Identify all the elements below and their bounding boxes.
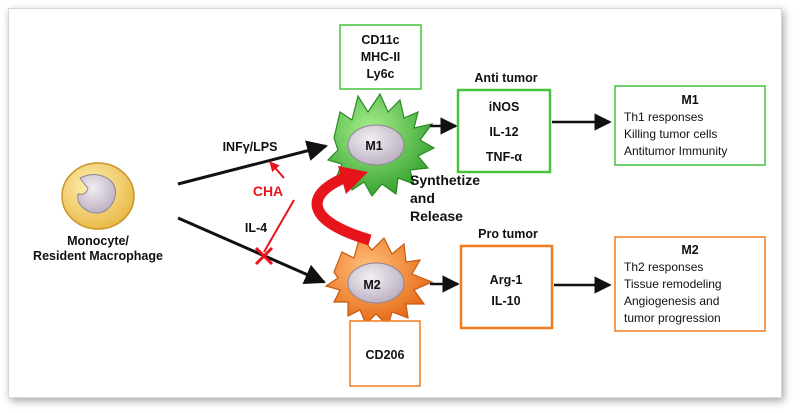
anti-tumor-title: Anti tumor (474, 71, 537, 85)
arrow-to-m2 (177, 216, 326, 285)
stimulus-m1-label: INFγ/LPS (223, 140, 278, 154)
m2-cell-label: M2 (363, 278, 380, 292)
m2-marker-cd206: CD206 (366, 348, 405, 362)
m2-cell (324, 234, 434, 328)
m1-cell-label: M1 (365, 139, 382, 153)
monocyte-cell (61, 162, 135, 230)
m2-effects-box (614, 236, 766, 332)
pro-tumor-title: Pro tumor (478, 227, 538, 241)
inhibit-x-icon (254, 246, 274, 266)
m1-effects-box (614, 85, 766, 166)
stimulus-m2-label: IL-4 (245, 221, 267, 235)
anti-tumor-item-inos: iNOS (489, 100, 520, 114)
m1-effect-immunity: Antitumor Immunity (624, 144, 727, 158)
inhibitor-label: CHA (253, 183, 283, 199)
m2-effect-progression: tumor progression (624, 311, 721, 325)
polarization-curved-arrow (311, 166, 372, 246)
m2-marker-box (349, 320, 421, 387)
pro-tumor-item-il10: IL-10 (491, 294, 520, 308)
m2-effects-title: M2 (681, 243, 698, 257)
m1-effect-th1: Th1 responses (624, 110, 703, 124)
monocyte-label-line2: Resident Macrophage (33, 249, 163, 263)
m1-marker-cd11c: CD11c (361, 33, 399, 47)
m1-marker-ly6c: Ly6c (366, 67, 394, 81)
monocyte-label-line1: Monocyte/ (67, 234, 129, 248)
anti-tumor-box (456, 88, 552, 174)
process-line2: and (410, 190, 435, 206)
m2-effect-remodeling: Tissue remodeling (624, 277, 722, 291)
process-line3: Release (410, 208, 463, 224)
arrow-to-m1 (177, 140, 329, 186)
m1-effect-killing: Killing tumor cells (624, 127, 717, 141)
m1-marker-mhc: MHC-II (361, 50, 401, 64)
m2-effect-th2: Th2 responses (624, 260, 703, 274)
pro-tumor-box (459, 244, 554, 330)
cha-inhibit-line (263, 199, 295, 253)
anti-tumor-item-tnf: TNF-α (486, 150, 522, 164)
anti-tumor-item-il12: IL-12 (489, 125, 518, 139)
cha-arrow-up (269, 161, 285, 179)
m2-effect-angiogenesis: Angiogenesis and (624, 294, 719, 308)
m1-effects-title: M1 (681, 93, 698, 107)
process-line1: Synthetize (410, 172, 480, 188)
m1-markers-box (339, 24, 422, 90)
pro-tumor-item-arg1: Arg-1 (490, 273, 523, 287)
